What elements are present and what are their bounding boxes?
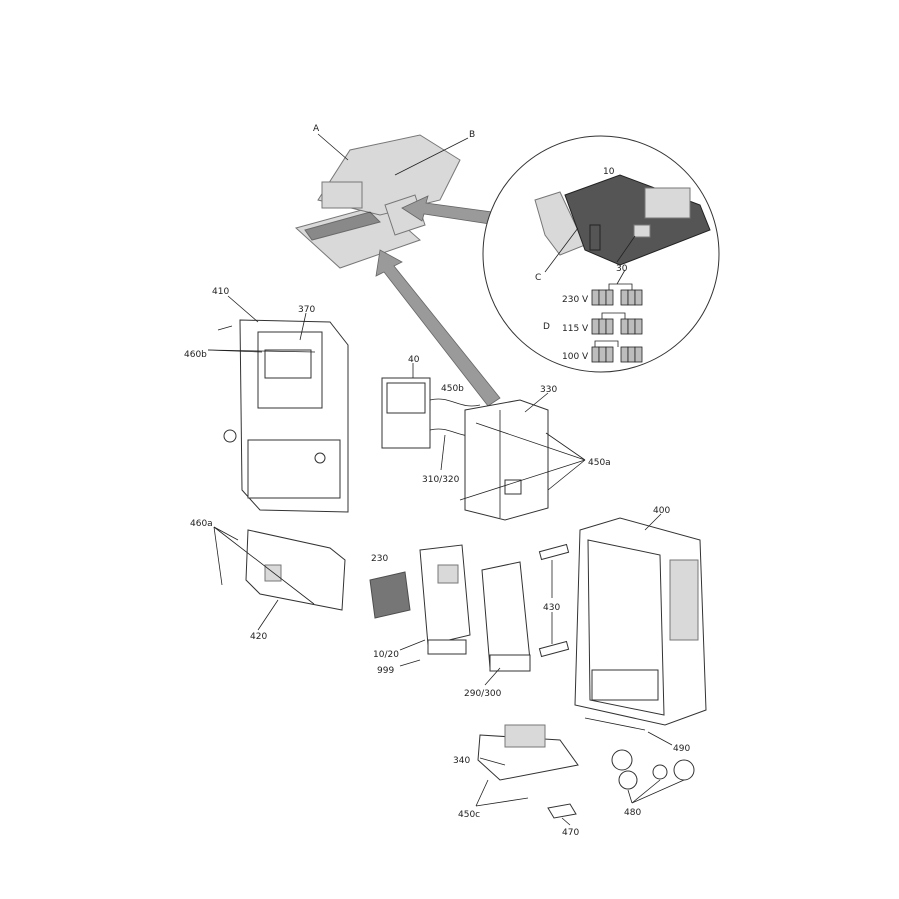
label-430: 430 (543, 603, 560, 613)
label-330: 330 (540, 385, 557, 395)
label-D: D (543, 322, 550, 332)
label-420: 420 (250, 632, 267, 642)
label-40: 40 (408, 355, 420, 365)
label-400: 400 (653, 506, 670, 516)
label-B: B (469, 130, 475, 140)
label-290-300: 290/300 (464, 689, 502, 699)
label-470: 470 (562, 828, 579, 838)
enclosure-400 (574, 517, 707, 726)
label-450b: 450b (441, 384, 464, 394)
label-410: 410 (212, 287, 229, 297)
front-cover-410 (223, 319, 349, 513)
label-30: 30 (616, 264, 628, 274)
boards-group (369, 544, 531, 672)
display-module-40 (381, 377, 481, 449)
board-10-detail (534, 174, 711, 266)
label-480: 480 (624, 808, 641, 818)
cable-glands-480 (611, 749, 695, 790)
label-10-20: 10/20 (373, 650, 399, 660)
cover-420 (245, 529, 346, 611)
label-370: 370 (298, 305, 315, 315)
label-340: 340 (453, 756, 470, 766)
label-450c: 450c (458, 810, 480, 820)
label-230: 230 (371, 554, 388, 564)
housing-330 (464, 399, 549, 521)
label-A: A (313, 124, 320, 134)
power-supply-module (294, 134, 461, 269)
label-100v: 100 V (562, 352, 589, 362)
label-460a: 460a (190, 519, 213, 529)
terminal-strip-490 (584, 717, 646, 731)
label-230v: 230 V (562, 295, 589, 305)
label-460b: 460b (184, 350, 207, 360)
plug-470 (547, 803, 577, 819)
label-310-320: 310/320 (422, 475, 460, 485)
jumper-diagram (591, 269, 643, 363)
label-490: 490 (673, 744, 690, 754)
label-450a: 450a (588, 458, 611, 468)
label-115v: 115 V (562, 324, 589, 334)
arrow-to-module (375, 249, 501, 407)
label-C: C (535, 273, 541, 283)
board-340 (477, 724, 579, 781)
screws-430 (538, 543, 570, 658)
label-999: 999 (377, 666, 394, 676)
label-10: 10 (603, 167, 615, 177)
